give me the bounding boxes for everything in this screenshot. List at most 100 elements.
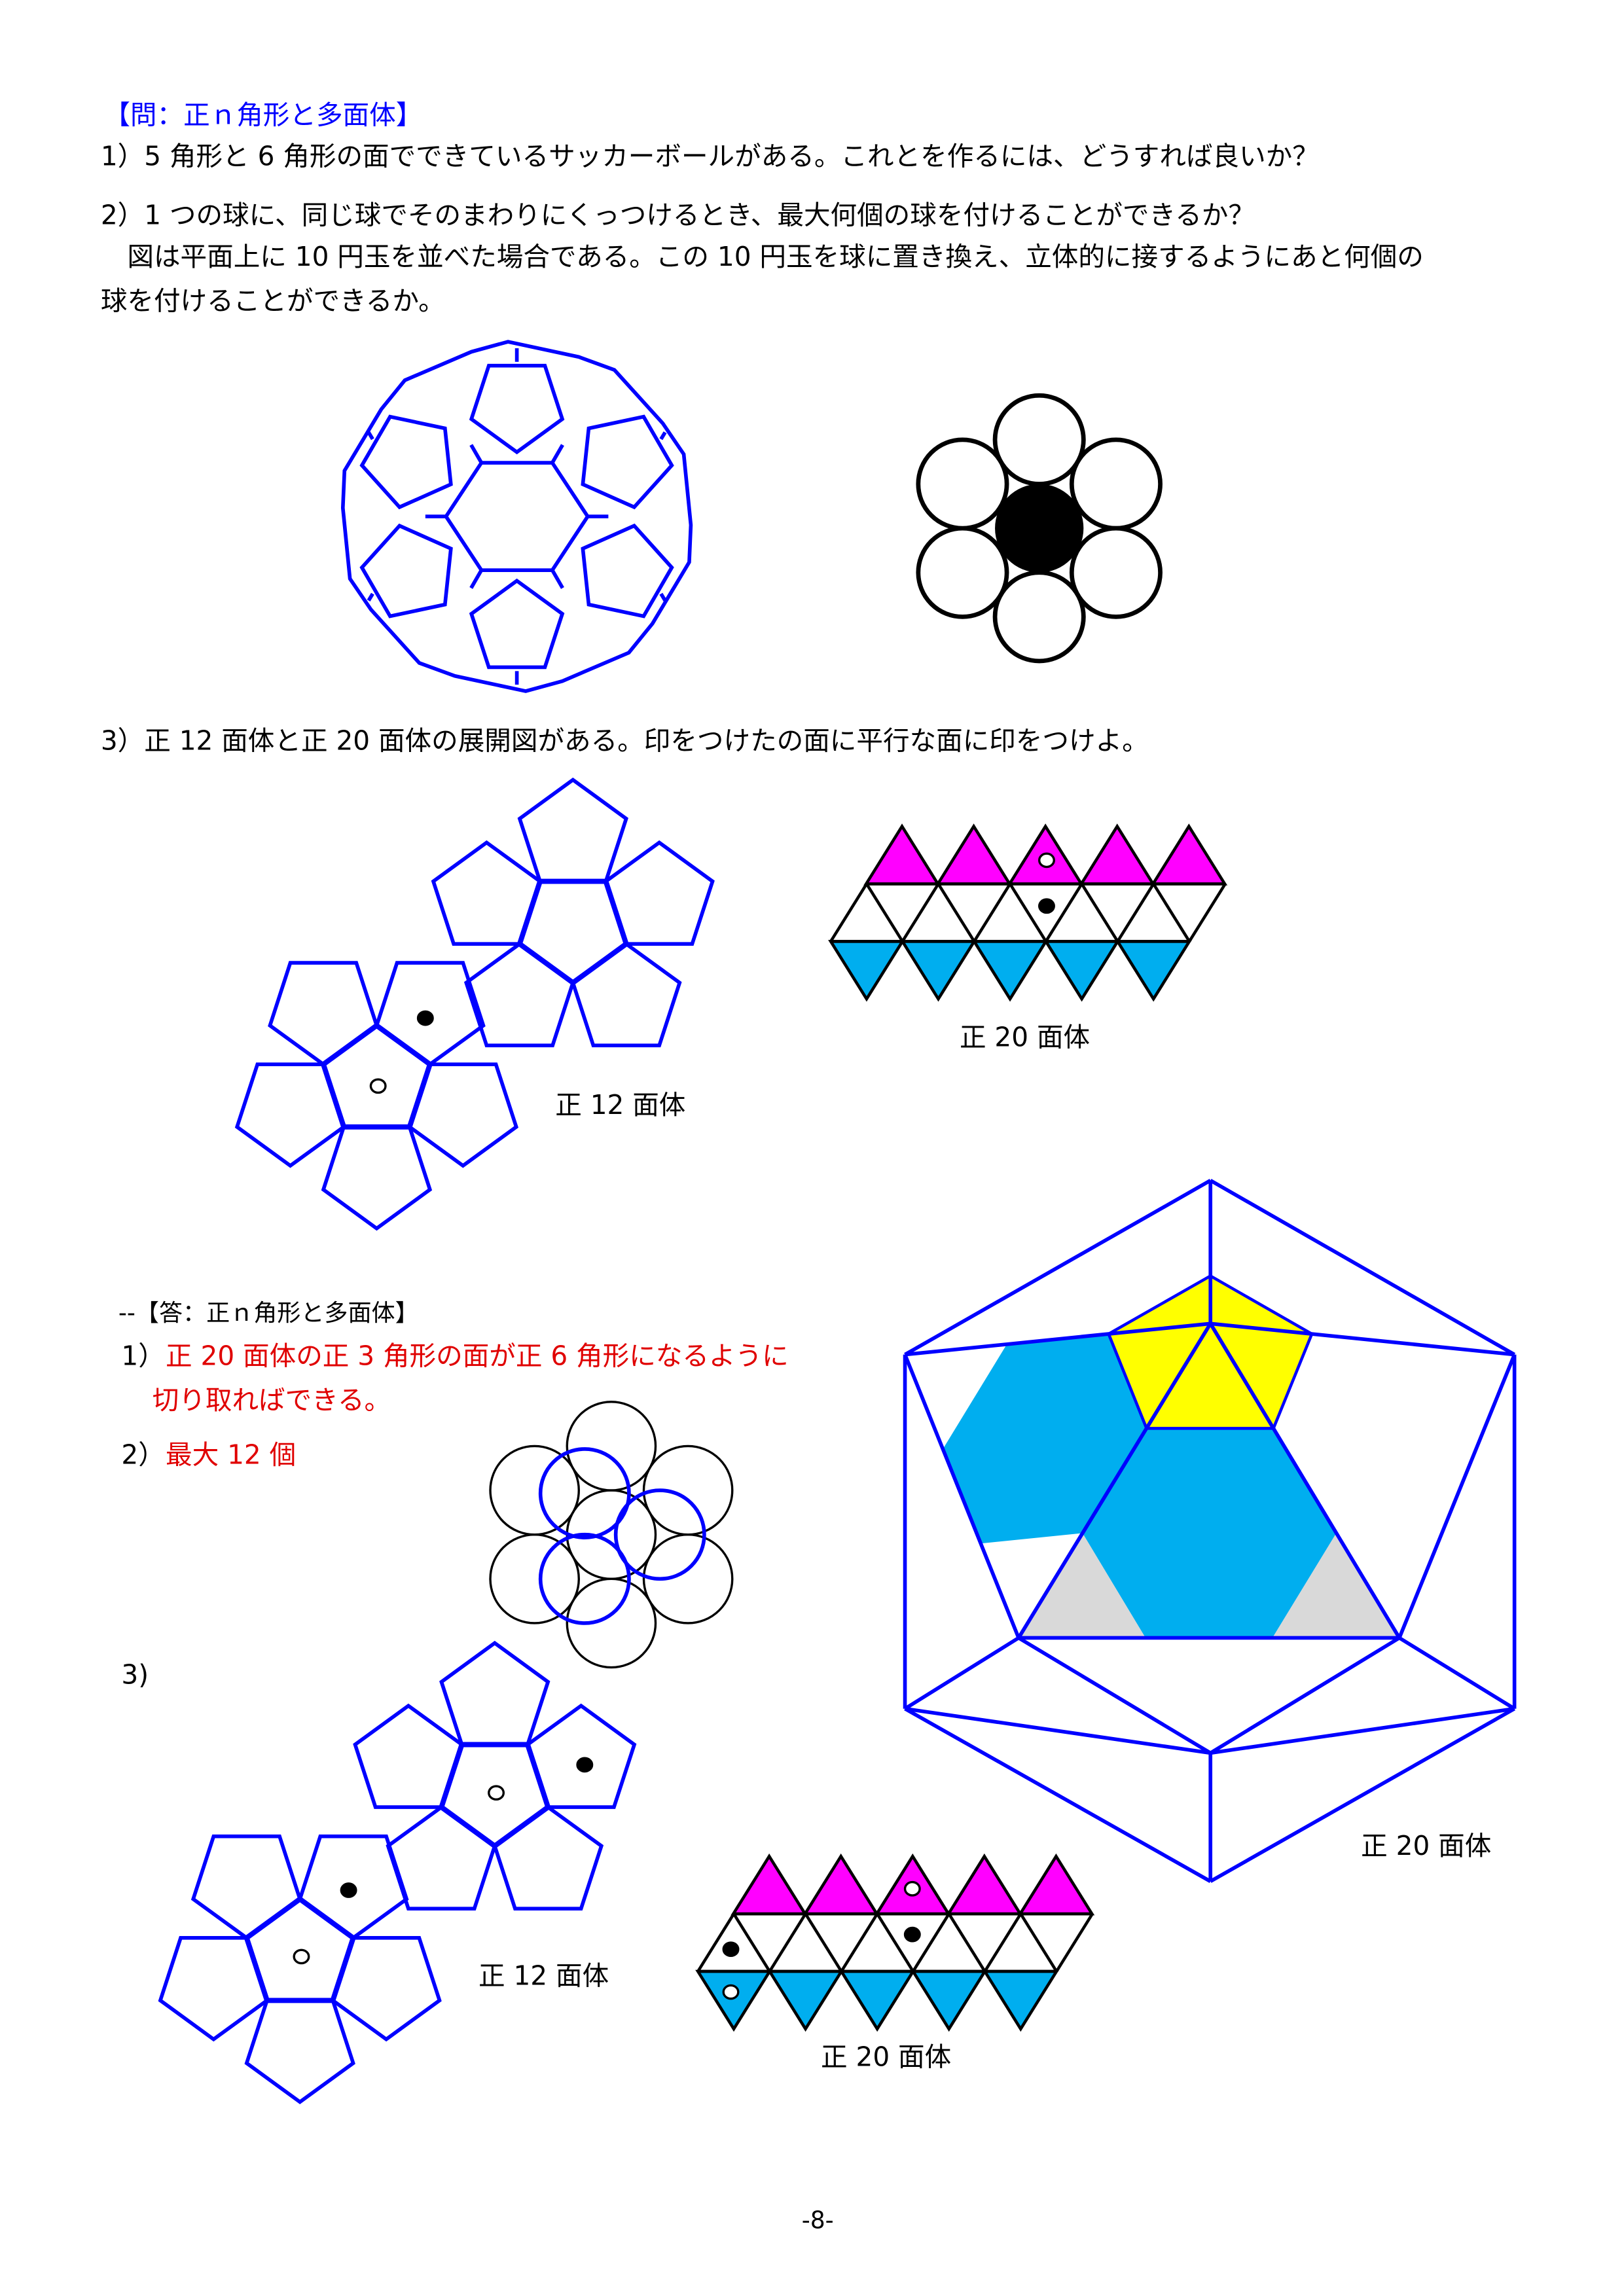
band-edge [732, 1912, 771, 1973]
pentagon-face [439, 1640, 550, 1747]
bottom-triangle [695, 1969, 772, 2032]
edge [1209, 1636, 1401, 1755]
pentagon-face [463, 941, 575, 1048]
pentagon-face [517, 778, 628, 884]
soccer-ball-figure [340, 340, 693, 693]
bottom-triangle [982, 1969, 1060, 2032]
answer-title: --【答：正ｎ角形と多面体】 [118, 1299, 419, 1327]
ball-edge [550, 444, 564, 464]
pentagon-outline [1106, 1274, 1314, 1430]
sphere [489, 1444, 580, 1536]
ball-pentagon [359, 523, 453, 619]
bottom-triangle [828, 940, 905, 1002]
pentagon-face [570, 941, 682, 1048]
cut-corner [1019, 1533, 1146, 1638]
pentagon-face [407, 1062, 519, 1168]
edge [1017, 1322, 1212, 1639]
sphere [489, 1533, 580, 1624]
edge [904, 1707, 1212, 1883]
ball-edge [659, 592, 667, 602]
big-icosahedron-label: 正 20 面体 [1361, 1830, 1491, 1861]
bottom-triangle [971, 940, 1049, 1002]
edge [1398, 1354, 1517, 1639]
pentagon-face [353, 1703, 464, 1809]
edge [1209, 1707, 1516, 1883]
edge [903, 1354, 1020, 1639]
upper-layer-sphere [613, 1488, 706, 1581]
center-coin [995, 484, 1084, 573]
question-title: 【問：正ｎ角形と多面体】 [103, 99, 422, 130]
icosahedron-net-answer [695, 1853, 1095, 2032]
ball-pentagon [359, 414, 453, 510]
sphere [566, 1577, 657, 1669]
band-edge [1188, 883, 1227, 942]
pentagon-face [492, 1804, 604, 1911]
top-triangle [945, 1853, 1023, 1916]
pentagon-face [244, 1998, 355, 2105]
question-1: 1）5 角形と 6 角形の面でできているサッカーボールがある。これとを作るには、… [101, 141, 1319, 172]
dodecahedron-net-answer [158, 1640, 637, 2105]
band-edge [768, 1912, 807, 1973]
icosahedron-label: 正 20 面体 [960, 1021, 1090, 1052]
answer-dodecahedron-label: 正 12 面体 [478, 1960, 609, 1991]
band-edge [947, 1912, 986, 1973]
top-triangle [863, 823, 941, 886]
edge [905, 1706, 1211, 1755]
coin [1069, 526, 1163, 619]
pentagon-face [331, 1936, 442, 2042]
hexagon-face [1082, 1428, 1337, 1638]
top-triangle [1150, 823, 1228, 886]
filled-marker [1038, 898, 1055, 914]
open-marker [488, 1785, 505, 1801]
question-2-line3: 球を付けることができるか。 [101, 285, 445, 316]
answer-icosahedron-label: 正 20 面体 [821, 2041, 951, 2072]
truncated-icosahedron-figure [903, 1179, 1517, 1883]
band-edge [973, 883, 1011, 942]
band-edge [840, 1912, 879, 1973]
ball-edge [550, 569, 564, 589]
coin [916, 526, 1009, 619]
edge [1210, 1706, 1515, 1755]
top-triangle [802, 1853, 880, 1916]
bottom-triangle [910, 1969, 988, 2032]
cut-corner [1272, 1533, 1399, 1638]
band-edge [912, 1912, 950, 1973]
open-marker [293, 1948, 310, 1965]
pentagon-face [374, 961, 486, 1067]
upper-layer-sphere [538, 1532, 631, 1625]
edge [1210, 1321, 1515, 1357]
bottom-triangle [1115, 940, 1193, 1002]
question-2-line1: 2）1 つの球に、同じ球でそのまわりにくっつけるとき、最大何個の球を付けることが… [101, 200, 1255, 231]
ball-outline [340, 340, 693, 693]
dodecahedron-net-question [234, 778, 715, 1231]
ball-pentagon [469, 363, 565, 455]
band-edge [1009, 883, 1047, 942]
band-edge [876, 1912, 914, 1973]
ball-edge [469, 444, 483, 464]
band-edge [937, 883, 976, 942]
ball-edge [367, 592, 374, 602]
open-marker [903, 1880, 921, 1897]
filled-marker [416, 1010, 434, 1026]
page-number: -8- [802, 2206, 834, 2234]
upper-layer-sphere [538, 1447, 631, 1540]
band-edge [901, 883, 940, 942]
filled-marker [340, 1882, 357, 1898]
coin [916, 437, 1009, 531]
edge [1017, 1636, 1212, 1755]
edge [904, 1636, 1020, 1711]
open-marker [369, 1078, 387, 1094]
open-marker [1038, 852, 1055, 869]
band-edge [1044, 883, 1083, 942]
edge [1398, 1636, 1516, 1711]
pentagon-face [234, 1062, 346, 1168]
ball-pentagon [469, 578, 565, 670]
dodecahedron-label: 正 12 面体 [555, 1089, 685, 1121]
band-edge [1019, 1912, 1058, 1973]
edge [904, 1179, 1212, 1357]
band-edge [1152, 883, 1191, 942]
pentagon-face [268, 961, 379, 1067]
ball-edge [367, 431, 374, 440]
coin [992, 393, 1086, 486]
